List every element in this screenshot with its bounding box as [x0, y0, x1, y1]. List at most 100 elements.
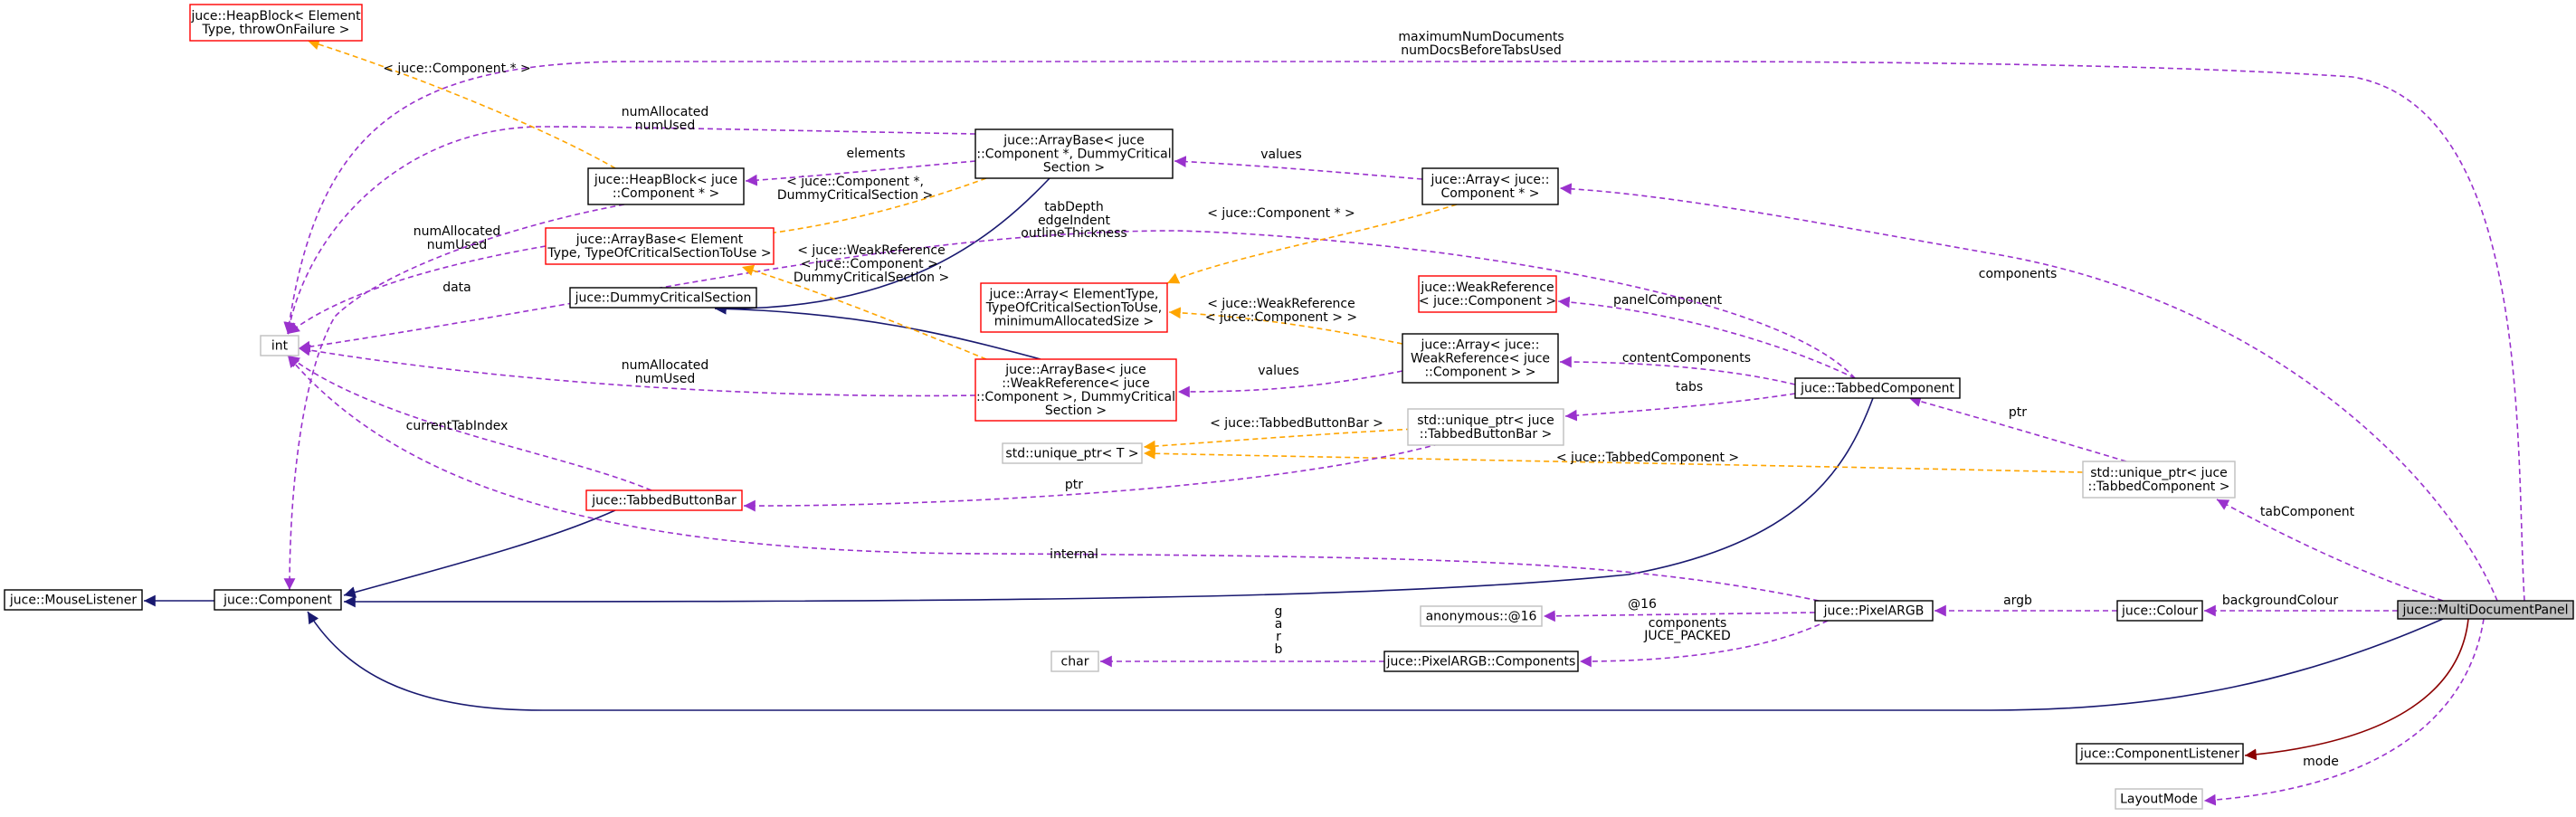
- edge-label: < juce::Component * >: [383, 62, 531, 76]
- node-label: juce::ComponentListener: [2079, 747, 2239, 762]
- edge-label: maximumNumDocuments: [1398, 30, 1564, 44]
- node-array-component-ptr[interactable]: juce::Array< juce::Component * >: [1421, 167, 1559, 205]
- edge-label: edgeIndent: [1038, 214, 1110, 228]
- edge-label: values: [1258, 364, 1299, 378]
- edge-label: numAllocated: [622, 358, 709, 373]
- node-label: ::Component * >: [613, 186, 719, 201]
- edge-label: < juce::Component >,: [801, 257, 943, 271]
- edge-label: tabs: [1676, 380, 1703, 394]
- edge-label: numUsed: [427, 238, 487, 252]
- edge-pixelargb-anon: @16: [1543, 597, 1816, 622]
- edge-label: tabDepth: [1044, 200, 1104, 214]
- edge-line: [745, 160, 976, 186]
- edge-label: numUsed: [635, 119, 695, 133]
- edge-label: ptr: [1065, 478, 1083, 492]
- edge-label: a: [1275, 617, 1283, 632]
- edge-line: [2203, 618, 2485, 806]
- node-uptr-t: std::unique_ptr< T >: [1002, 442, 1143, 464]
- node-label: juce::DummyCriticalSection: [575, 291, 752, 306]
- node-box: [974, 128, 1174, 179]
- edge-label: JUCE_PACKED: [1643, 629, 1730, 643]
- node-label: juce::ArrayBase< Element: [575, 233, 744, 247]
- edge-line: [1174, 156, 1423, 180]
- node-box: [1814, 600, 1934, 622]
- node-label: juce::MouseListener: [9, 594, 138, 608]
- edge-pixelargb-int: internal: [287, 355, 1820, 602]
- node-weak-reference[interactable]: juce::WeakReference< juce::Component >: [1418, 275, 1557, 313]
- edge-line: [2244, 618, 2469, 761]
- node-label: std::unique_ptr< juce: [2090, 466, 2228, 480]
- edge-label: b: [1275, 642, 1283, 657]
- edge-label: currentTabIndex: [406, 419, 509, 433]
- edge-label: r: [1276, 630, 1281, 644]
- node-tabbed-button-bar[interactable]: juce::TabbedButtonBar: [585, 489, 743, 511]
- edge-arraywr-abwr: values: [1177, 364, 1403, 398]
- edge-uptrtc-tc: ptr: [1908, 395, 2127, 462]
- node-heap-block-component-ptr[interactable]: juce::HeapBlock< juce::Component * >: [587, 167, 745, 205]
- edge-uptrtbb-uptrt: < juce::TabbedButtonBar >: [1143, 416, 1449, 452]
- node-label: juce::WeakReference: [1420, 280, 1554, 295]
- edge-label: ptr: [2009, 405, 2027, 420]
- node-box: [1418, 275, 1557, 313]
- node-box: [569, 287, 757, 309]
- node-array-base-component-ptr[interactable]: juce::ArrayBase< juce::Component *, Dumm…: [974, 128, 1174, 179]
- node-pixel-argb[interactable]: juce::PixelARGB: [1814, 600, 1934, 622]
- edge-line: [1168, 307, 1403, 345]
- edge-line: [287, 245, 547, 335]
- node-array-base-weak-ref[interactable]: juce::ArrayBase< juce::WeakReference< ju…: [974, 358, 1177, 422]
- edge-mdp-colour: backgroundColour: [2204, 594, 2398, 617]
- edge-mdp-component: [307, 611, 2444, 711]
- edge-line: [1557, 296, 1856, 379]
- edge-line: [287, 355, 1820, 602]
- node-box: [545, 227, 775, 265]
- edge-label: numAllocated: [413, 224, 501, 239]
- edge-label: g: [1275, 604, 1283, 619]
- edge-abcp-dummy: [714, 177, 1050, 315]
- node-mouse-listener[interactable]: juce::MouseListener: [4, 589, 143, 611]
- edge-tabbedcomponent-component: [343, 397, 1874, 608]
- node-array-weak-ref[interactable]: juce::Array< juce::WeakReference< juce::…: [1402, 333, 1559, 384]
- edge-label: DummyCriticalSection >: [777, 188, 933, 203]
- node-label: juce::Array< ElementType,: [989, 288, 1159, 302]
- edge-line: [743, 441, 1449, 512]
- node-array-base-template[interactable]: juce::ArrayBase< ElementType, TypeOfCrit…: [545, 227, 775, 265]
- edge-label: components: [1649, 616, 1727, 631]
- node-label: juce::Array< juce::: [1431, 173, 1550, 187]
- edge-label: < juce::Component > >: [1205, 310, 1357, 325]
- node-array-template[interactable]: juce::Array< ElementType,TypeOfCriticalS…: [980, 282, 1168, 333]
- node-box: [2397, 600, 2574, 620]
- edge-arraycp-abcp: values: [1174, 147, 1423, 180]
- node-tabbed-component[interactable]: juce::TabbedComponent: [1794, 377, 1961, 399]
- edge-label: < juce::WeakReference: [1207, 297, 1355, 311]
- node-heap-block-template[interactable]: juce::HeapBlock< ElementType, throwOnFai…: [189, 4, 363, 42]
- node-component[interactable]: juce::Component: [214, 589, 342, 611]
- node-pixel-components[interactable]: juce::PixelARGB::Components: [1383, 651, 1579, 672]
- edge-label: < juce::Component *,: [786, 175, 924, 189]
- edge-hbcp-hbtpl: < juce::Component * >: [307, 38, 616, 169]
- node-box: [4, 589, 143, 611]
- node-dummy-critical-section[interactable]: juce::DummyCriticalSection: [569, 287, 757, 309]
- edge-line: [1579, 620, 1829, 668]
- edge-uptrtc-uptrt: < juce::TabbedComponent >: [1143, 447, 2084, 473]
- edge-label: internal: [1050, 547, 1098, 562]
- node-colour[interactable]: juce::Colour: [2116, 600, 2203, 622]
- node-component-listener[interactable]: juce::ComponentListener: [2076, 743, 2244, 765]
- edge-label: contentComponents: [1622, 351, 1751, 366]
- node-multi-document-panel[interactable]: juce::MultiDocumentPanel: [2397, 600, 2574, 620]
- edge-colour-pixelargb: argb: [1934, 594, 2117, 617]
- edge-abwr-dummy: [714, 302, 1041, 360]
- edge-line: [2216, 499, 2444, 602]
- edge-line: [283, 61, 2525, 602]
- edge-tc-weakref: panelComponent: [1557, 293, 1856, 379]
- edge-label: < juce::WeakReference: [797, 243, 946, 258]
- edge-label: outlineThickness: [1021, 226, 1126, 241]
- edge-line: [307, 38, 616, 169]
- node-box: [587, 167, 745, 205]
- edge-line: [1143, 426, 1449, 452]
- node-label: std::unique_ptr< juce: [1417, 413, 1554, 428]
